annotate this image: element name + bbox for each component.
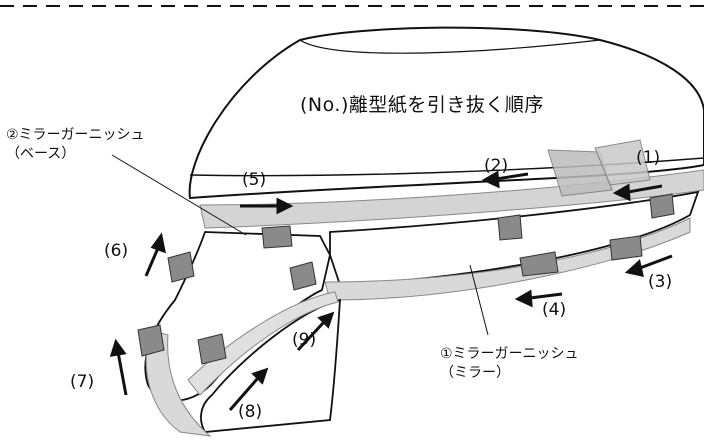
step-label-3: (3) xyxy=(648,272,673,292)
tape-strip-top xyxy=(199,169,704,229)
step-label-7: (7) xyxy=(70,372,95,392)
housing-bevel xyxy=(299,39,601,54)
peel-flap xyxy=(594,139,651,186)
step-label-9: (9) xyxy=(292,330,317,350)
tape-tab xyxy=(137,193,675,365)
step-label-6: (6) xyxy=(104,241,129,261)
step-label-8: (8) xyxy=(238,402,263,422)
mirror-stem xyxy=(200,298,341,433)
mirror-garnish-label: ①ミラーガーニッシュ （ミラー） xyxy=(440,345,579,383)
mirror-garnish-name: ①ミラーガーニッシュ xyxy=(440,346,579,362)
peel-flap xyxy=(547,149,613,197)
tape-strip-bottom xyxy=(324,217,691,301)
leader-line-mirror xyxy=(469,264,489,336)
mirror-garnish-sub: （ミラー） xyxy=(440,365,510,381)
tape-strip-stem xyxy=(187,291,339,396)
arrow-icon xyxy=(109,170,673,411)
step-label-2: (2) xyxy=(484,156,509,176)
step-label-4: (4) xyxy=(542,300,567,320)
step-label-1: (1) xyxy=(636,148,661,168)
tape-strip-left xyxy=(145,329,212,437)
step-label-5: (5) xyxy=(242,170,267,190)
base-garnish-name: ②ミラーガーニッシュ xyxy=(6,127,145,143)
diagram-title: (No.)離型紙を引き抜く順序 xyxy=(300,94,544,116)
leader-line-base xyxy=(111,154,247,236)
base-garnish-label: ②ミラーガーニッシュ （ベース） xyxy=(6,126,145,164)
base-garnish-sub: （ベース） xyxy=(6,146,76,162)
